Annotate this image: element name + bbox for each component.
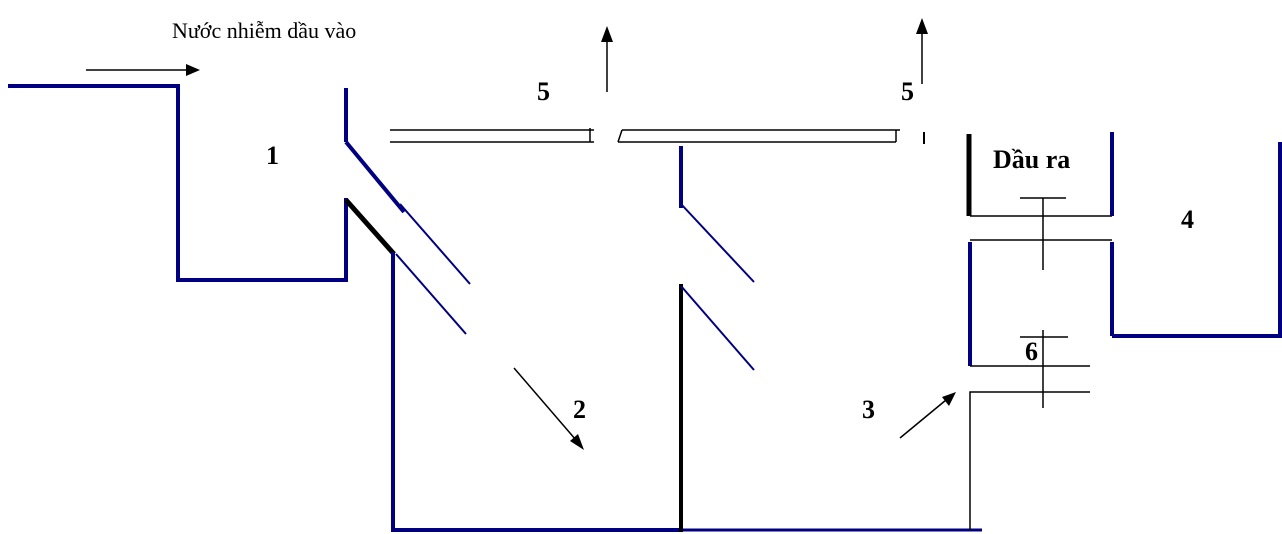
label-6: 6 bbox=[1025, 337, 1038, 366]
inclined-plate-1a bbox=[399, 203, 471, 285]
valve-6 bbox=[1020, 330, 1068, 408]
inlet-caption: Nước nhiễm dầu vào bbox=[172, 18, 356, 43]
water-outlet-pipe bbox=[969, 365, 1090, 530]
label-2: 2 bbox=[573, 395, 586, 424]
inclined-plate-1b bbox=[395, 253, 467, 335]
label-4: 4 bbox=[1181, 205, 1194, 234]
flow-arrow-2 bbox=[513, 367, 584, 450]
inclined-plate-2b bbox=[680, 285, 755, 371]
inlet-baffle-upper bbox=[344, 140, 406, 214]
flow-arrow-3 bbox=[899, 392, 956, 439]
skimmer-pipe bbox=[1020, 197, 1066, 270]
tank-wall-left-bottom bbox=[391, 252, 682, 532]
label-5-left: 5 bbox=[537, 77, 550, 106]
inclined-plate-2a bbox=[680, 203, 755, 283]
label-1: 1 bbox=[266, 141, 279, 170]
vent-arrow-left bbox=[601, 26, 613, 92]
inlet-channel-wall bbox=[8, 84, 348, 282]
vent-arrow-right bbox=[916, 18, 928, 84]
outlet-channel-4 bbox=[1112, 142, 1282, 338]
label-3: 3 bbox=[862, 395, 875, 424]
cover-plate-right bbox=[617, 129, 900, 143]
cover-plate-left bbox=[390, 128, 594, 143]
inlet-baffle-lower bbox=[344, 198, 396, 256]
oil-out-label: Dầu ra bbox=[993, 145, 1070, 174]
inlet-arrow bbox=[86, 64, 200, 76]
label-5-right: 5 bbox=[901, 77, 914, 106]
